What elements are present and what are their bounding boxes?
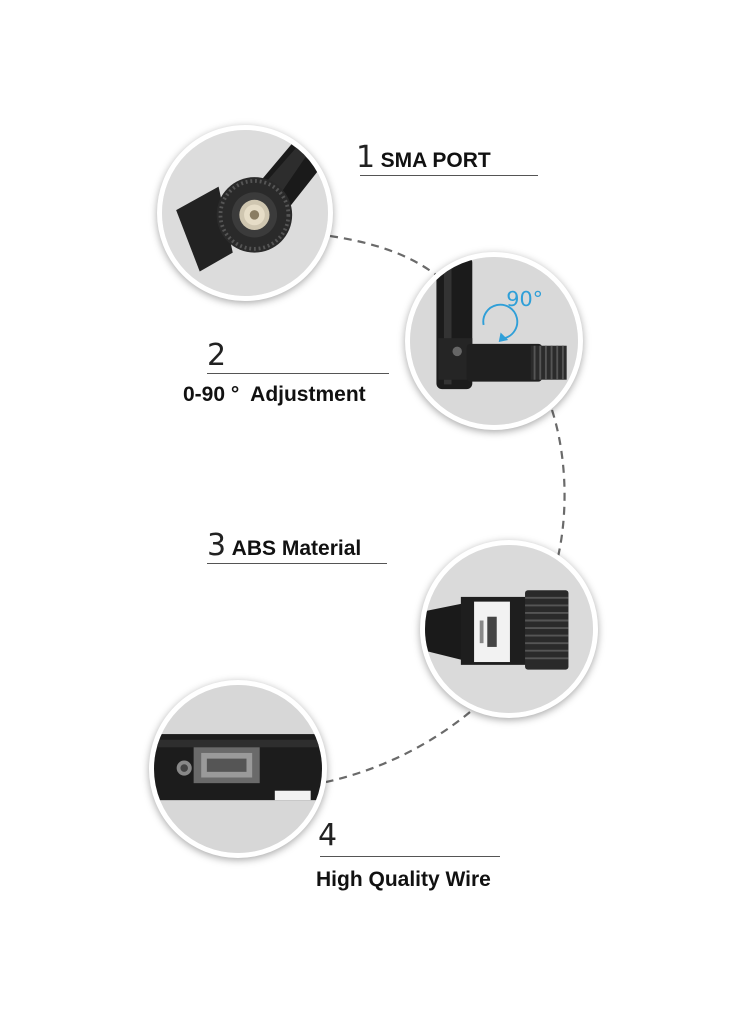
feature-3-number: 3 xyxy=(207,528,227,563)
rotation-label: 90° xyxy=(506,287,543,311)
feature-3-label: 3 ABS Material xyxy=(207,528,361,563)
feature-2-number: 2 xyxy=(207,338,227,373)
adjustment-photo: 90° xyxy=(405,252,583,430)
feature-4-underline xyxy=(320,856,500,857)
feature-3-text: ABS Material xyxy=(231,537,362,560)
feature-1-text: SMA PORT xyxy=(380,149,491,172)
feature-2-underline xyxy=(207,373,389,374)
feature-3-underline xyxy=(207,563,387,564)
feature-1-number: 1 xyxy=(356,140,376,175)
feature-4-number: 4 xyxy=(318,818,338,853)
high-quality-wire-photo xyxy=(149,680,327,858)
feature-2-text: 0-90 ° Adjustment xyxy=(183,383,366,406)
feature-1-underline xyxy=(360,175,538,176)
sma-port-photo xyxy=(157,125,333,301)
feature-4-text: High Quality Wire xyxy=(316,868,491,891)
abs-material-photo xyxy=(420,540,598,718)
feature-1-label: 1 SMA PORT xyxy=(356,140,491,175)
